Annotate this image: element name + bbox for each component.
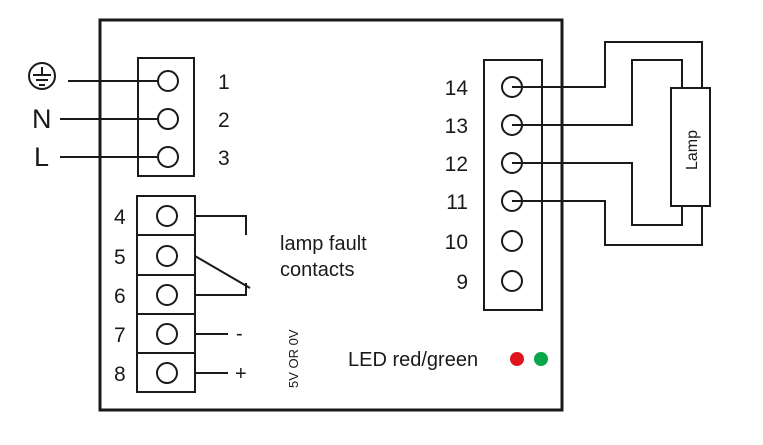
terminal-number-13: 13 bbox=[445, 115, 468, 138]
terminal-number-4: 4 bbox=[114, 206, 126, 229]
terminal-screw-10 bbox=[501, 230, 523, 252]
terminal-screw-1 bbox=[157, 70, 179, 92]
lamp-fault-relay-contact bbox=[194, 215, 251, 296]
terminal-screw-4 bbox=[156, 205, 178, 227]
terminal-number-5: 5 bbox=[114, 246, 126, 269]
lamp-tube: Lamp bbox=[670, 87, 711, 207]
terminal-number-10: 10 bbox=[445, 231, 468, 254]
terminal-screw-7 bbox=[156, 323, 178, 345]
lamp-label: Lamp bbox=[684, 130, 701, 170]
led-label: LED red/green bbox=[348, 349, 478, 371]
terminal-number-9: 9 bbox=[456, 271, 468, 294]
terminal-number-14: 14 bbox=[445, 77, 469, 100]
neutral-label: N bbox=[32, 104, 52, 134]
voltage-note: 5V OR 0V bbox=[286, 329, 301, 388]
led-green-indicator bbox=[534, 352, 548, 366]
wire-13 bbox=[512, 59, 683, 126]
terminal-number-1: 1 bbox=[218, 71, 230, 94]
lamp-wiring bbox=[512, 41, 703, 246]
terminal-screw-9 bbox=[501, 270, 523, 292]
terminal-number-12: 12 bbox=[445, 153, 468, 176]
terminal-screw-3 bbox=[157, 146, 179, 168]
wire-12 bbox=[512, 162, 683, 226]
terminal-number-3: 3 bbox=[218, 147, 230, 170]
lamp-fault-label-line1: lamp fault bbox=[280, 233, 367, 255]
lamp-block-outline bbox=[483, 59, 543, 311]
line-label: L bbox=[34, 142, 49, 172]
terminal-number-7: 7 bbox=[114, 324, 126, 347]
terminal-screw-6 bbox=[156, 284, 178, 306]
lamp-terminal-block: 14 13 12 11 10 9 bbox=[445, 59, 543, 311]
terminal-number-8: 8 bbox=[114, 363, 126, 386]
terminal-number-11: 11 bbox=[446, 191, 468, 214]
terminal-number-2: 2 bbox=[218, 109, 230, 132]
terminal-number-6: 6 bbox=[114, 285, 126, 308]
wire-11 bbox=[512, 200, 703, 246]
lamp-tube-outline bbox=[670, 87, 711, 207]
terminal-screw-5 bbox=[156, 245, 178, 267]
minus-sign: - bbox=[236, 323, 243, 345]
terminal-screw-8 bbox=[156, 362, 178, 384]
wire-14 bbox=[512, 41, 703, 88]
lamp-fault-label-line2: contacts bbox=[280, 259, 354, 281]
plus-sign: + bbox=[235, 363, 247, 385]
terminal-screw-2 bbox=[157, 108, 179, 130]
earth-ground-icon bbox=[28, 62, 56, 90]
led-red-indicator bbox=[510, 352, 524, 366]
